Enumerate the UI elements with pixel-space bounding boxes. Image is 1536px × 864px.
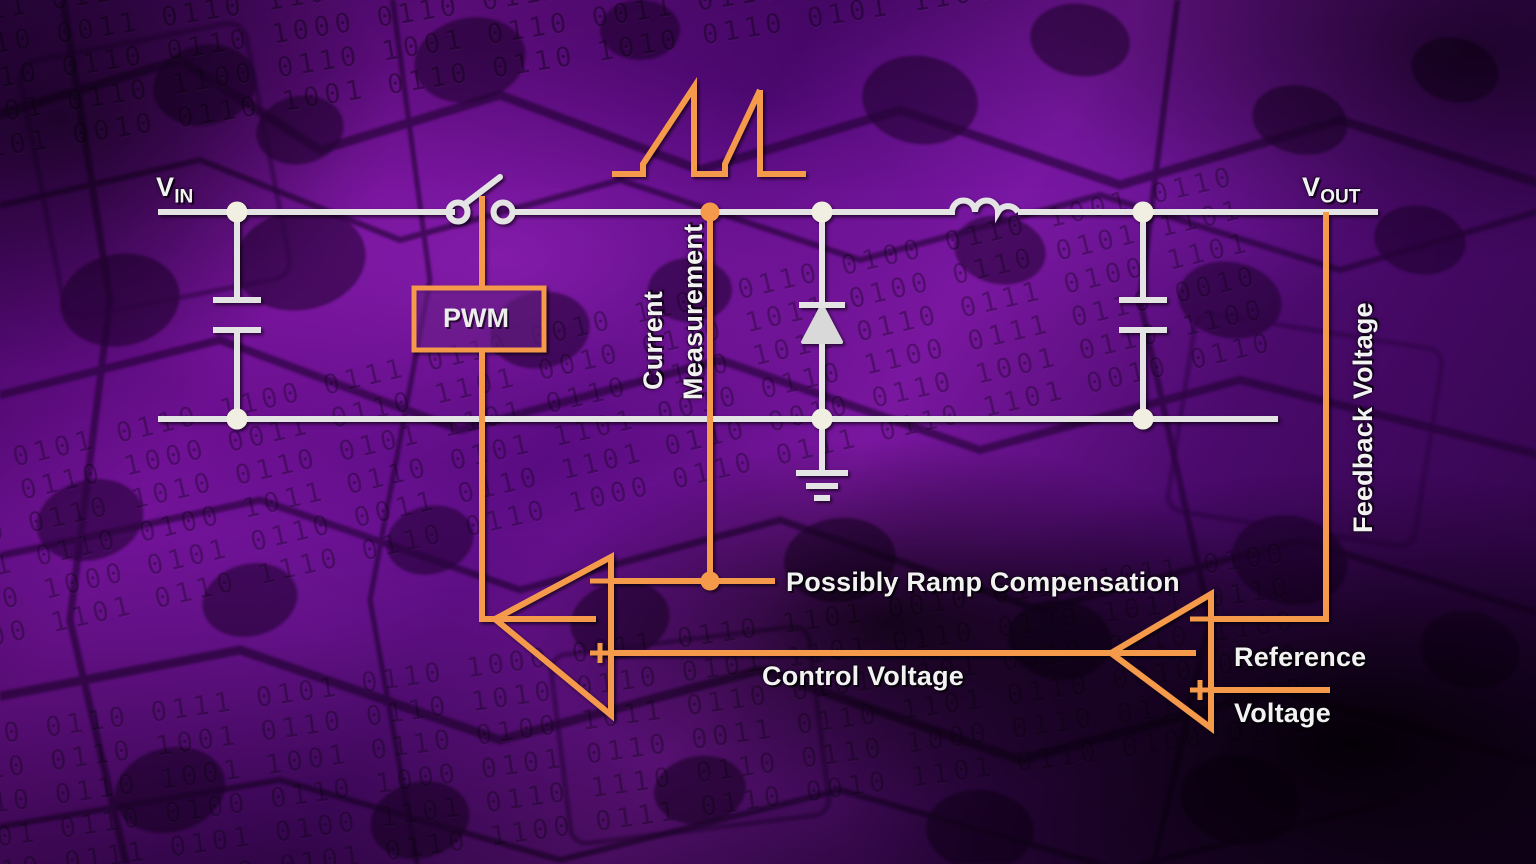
feedback-voltage-label: Feedback Voltage xyxy=(1348,302,1378,533)
current-measurement-label-line1: Current xyxy=(638,291,668,390)
pwm-comparator[interactable] xyxy=(489,551,614,722)
freewheel-diode xyxy=(799,302,845,344)
switch-pole-left xyxy=(445,199,471,225)
control-wires xyxy=(479,196,1330,693)
error-amplifier[interactable] xyxy=(1105,588,1214,734)
main-switch[interactable] xyxy=(445,174,516,225)
junction-nodes xyxy=(226,201,1154,430)
output-inductor xyxy=(949,197,1021,224)
vout-label: VOUT xyxy=(1302,172,1361,208)
pwm-label: PWM xyxy=(443,303,509,333)
reference-voltage-label-line1: Reference xyxy=(1234,642,1367,672)
current-measurement-label-line2: Measurement xyxy=(678,223,708,400)
node-gnd-diode xyxy=(811,408,833,430)
node-vin-cap xyxy=(226,201,248,223)
feedback-voltage-line xyxy=(1210,212,1329,622)
node-gnd-outcap xyxy=(1132,408,1154,430)
node-vout-cap xyxy=(1132,201,1154,223)
orange-junction-nodes xyxy=(700,202,720,591)
ramp-compensation-label: Possibly Ramp Compensation xyxy=(786,567,1180,597)
node-gnd-incap xyxy=(226,408,248,430)
output-capacitor xyxy=(1119,297,1167,333)
control-voltage-label: Control Voltage xyxy=(762,661,964,691)
ground-symbol xyxy=(796,470,848,501)
switch-pole-right xyxy=(490,199,516,225)
input-capacitor xyxy=(213,297,261,333)
node-ramp-summing xyxy=(700,571,720,591)
comparator-signs xyxy=(590,578,1210,700)
pwm-comparator-output xyxy=(479,350,596,622)
current-sense-waveform xyxy=(612,77,806,177)
node-current-sense-top xyxy=(700,202,720,222)
vin-label: VIN xyxy=(156,172,194,208)
reference-voltage-label-line2: Voltage xyxy=(1234,698,1331,728)
power-stage-wires xyxy=(158,209,1378,472)
node-switch-diode xyxy=(811,201,833,223)
